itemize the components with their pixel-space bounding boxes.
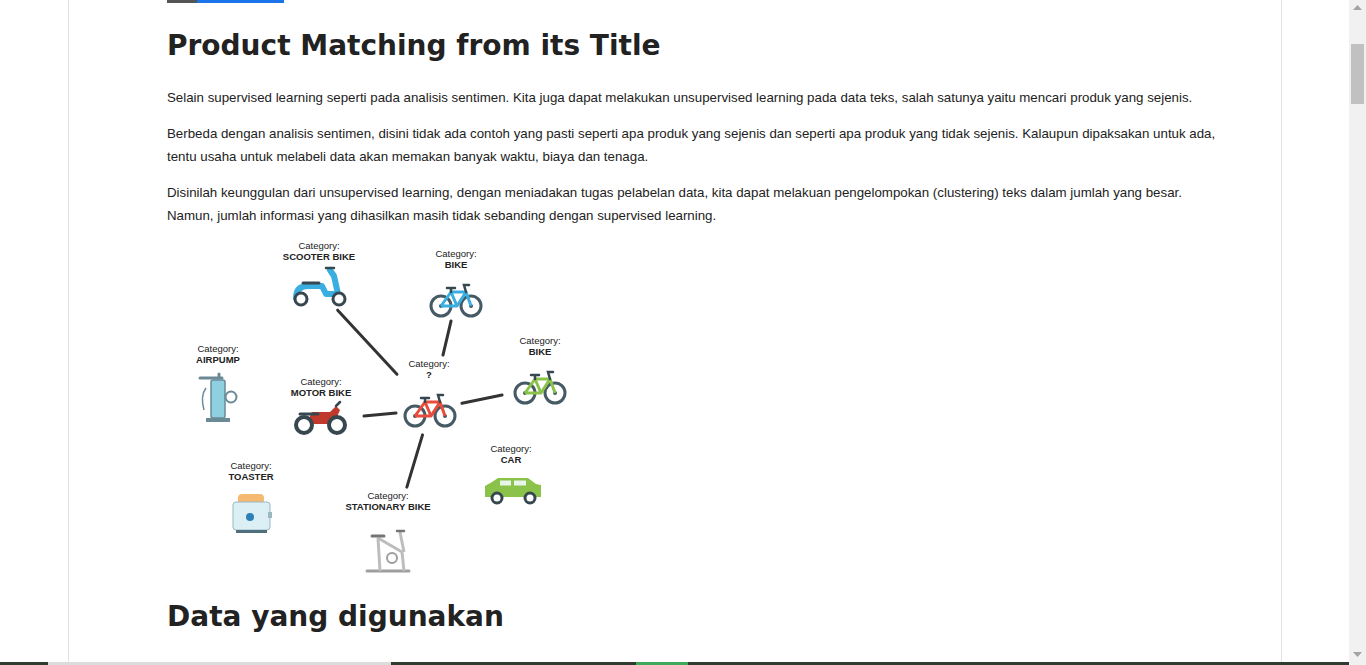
category-caption: Category: xyxy=(183,343,253,354)
motorbike-icon xyxy=(296,402,345,433)
similarity-link xyxy=(443,321,451,355)
category-node: Category:? xyxy=(399,358,459,432)
page-heading: Product Matching from its Title xyxy=(167,29,661,62)
category-name: STATIONARY BIKE xyxy=(338,501,438,512)
similarity-link xyxy=(407,435,423,487)
category-name: ? xyxy=(399,369,459,380)
category-caption: Category: xyxy=(505,335,575,346)
bike-icon xyxy=(515,372,565,403)
similarity-link xyxy=(338,310,397,374)
category-node: Category:TOASTER xyxy=(216,460,286,536)
category-caption: Category: xyxy=(274,240,364,251)
category-node: Category:SCOOTER BIKE xyxy=(274,240,364,308)
body-paragraph: Berbeda dengan analisis sentimen, disini… xyxy=(167,122,1231,168)
body-paragraph: Selain supervised learning seperti pada … xyxy=(167,86,1231,109)
category-node: Category:CAR xyxy=(476,443,546,505)
similarity-link xyxy=(364,413,396,416)
category-node: Category:BIKE xyxy=(505,335,575,403)
category-caption: Category: xyxy=(216,460,286,471)
category-name: BIKE xyxy=(505,346,575,357)
category-node: Category:STATIONARY BIKE xyxy=(338,490,438,576)
category-node: Category:MOTOR BIKE xyxy=(281,376,361,436)
bike-icon xyxy=(405,395,455,426)
category-name: CAR xyxy=(476,454,546,465)
scooter-icon xyxy=(295,268,345,305)
toaster-icon xyxy=(233,494,272,533)
body-paragraph: Disinilah keunggulan dari unsupervised l… xyxy=(167,181,1231,227)
category-caption: Category: xyxy=(476,443,546,454)
category-name: SCOOTER BIKE xyxy=(274,251,364,262)
stationary-bike-icon xyxy=(367,531,409,571)
section-heading: Data yang digunakan xyxy=(167,600,504,633)
category-name: AIRPUMP xyxy=(183,354,253,365)
category-node: Category:AIRPUMP xyxy=(183,343,253,425)
category-node: Category:BIKE xyxy=(421,248,491,318)
category-caption: Category: xyxy=(281,376,361,387)
category-caption: Category: xyxy=(421,248,491,259)
category-caption: Category: xyxy=(399,358,459,369)
category-name: BIKE xyxy=(421,259,491,270)
airpump-icon xyxy=(200,374,237,422)
similarity-link xyxy=(462,395,502,403)
category-name: MOTOR BIKE xyxy=(281,387,361,398)
category-name: TOASTER xyxy=(216,471,286,482)
bike-icon xyxy=(431,285,481,316)
car-icon xyxy=(485,478,541,503)
category-caption: Category: xyxy=(338,490,438,501)
